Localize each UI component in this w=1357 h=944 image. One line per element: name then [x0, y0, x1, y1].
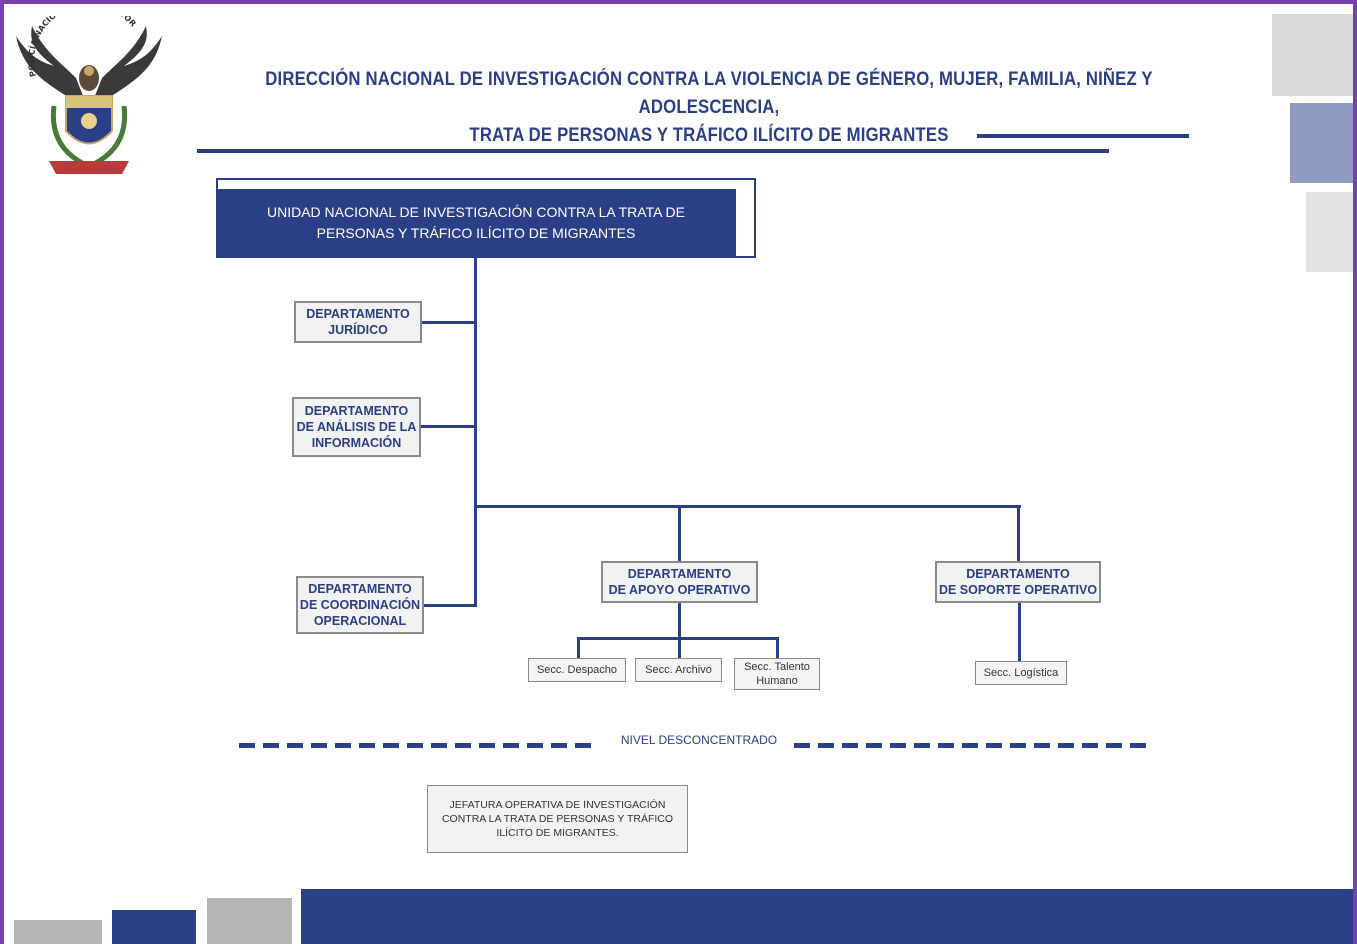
unit-nacional-label: UNIDAD NACIONAL DE INVESTIGACIÓN CONTRA … [266, 204, 685, 241]
sec-logistica-box[interactable]: Secc. Logística [975, 661, 1067, 685]
nivel-desconcentrado-label: NIVEL DESCONCENTRADO [620, 733, 778, 747]
connector-apoyo-down [678, 603, 681, 659]
deco-square-right-3 [1306, 192, 1353, 272]
title-underline-top [977, 134, 1189, 138]
deco-square-bottom-1 [14, 920, 102, 944]
connector-talento [776, 637, 779, 659]
sec-despacho-box[interactable]: Secc. Despacho [528, 658, 626, 682]
page-title: DIRECCIÓN NACIONAL DE INVESTIGACIÓN CONT… [238, 66, 1180, 150]
footer-band [301, 889, 1353, 944]
connector-apoyo-sections [577, 637, 779, 640]
connector-coordinacion [424, 604, 476, 607]
branch-horizontal [474, 505, 1021, 508]
connector-juridico [422, 321, 476, 324]
title-line-1: DIRECCIÓN NACIONAL DE INVESTIGACIÓN CONT… [265, 69, 1153, 118]
sec-talento-box[interactable]: Secc. Talento Humano [734, 658, 820, 690]
connector-apoyo [678, 505, 681, 562]
connector-soporte [1017, 505, 1020, 562]
dept-soporte-box[interactable]: DEPARTAMENTO DE SOPORTE OPERATIVO [935, 561, 1101, 603]
title-underline-bottom [197, 149, 1109, 153]
dept-coordinacion-box[interactable]: DEPARTAMENTO DE COORDINACIÓN OPERACIONAL [296, 576, 424, 634]
connector-despacho [577, 637, 580, 659]
sec-archivo-box[interactable]: Secc. Archivo [635, 658, 722, 682]
dept-analisis-box[interactable]: DEPARTAMENTO DE ANÁLISIS DE LA INFORMACI… [292, 397, 421, 457]
dashed-divider-right [794, 743, 1154, 748]
dashed-divider-left [239, 743, 594, 748]
dept-apoyo-box[interactable]: DEPARTAMENTO DE APOYO OPERATIVO [601, 561, 758, 603]
deco-square-right-1 [1272, 14, 1353, 96]
deco-square-bottom-2 [112, 910, 196, 944]
unit-nacional-box[interactable]: UNIDAD NACIONAL DE INVESTIGACIÓN CONTRA … [216, 189, 736, 257]
connector-analisis [421, 425, 476, 428]
deco-square-right-2 [1290, 103, 1353, 183]
deco-square-bottom-3 [207, 898, 292, 944]
jefatura-operativa-box[interactable]: JEFATURA OPERATIVA DE INVESTIGACIÓN CONT… [427, 785, 688, 853]
police-emblem-logo: POLICÍA NACIONAL DEL ECUADOR [16, 16, 162, 174]
title-line-2: TRATA DE PERSONAS Y TRÁFICO ILÍCITO DE M… [469, 125, 949, 146]
connector-logistica [1018, 603, 1021, 661]
trunk-vertical [474, 258, 477, 607]
dept-juridico-box[interactable]: DEPARTAMENTO JURÍDICO [294, 301, 422, 343]
